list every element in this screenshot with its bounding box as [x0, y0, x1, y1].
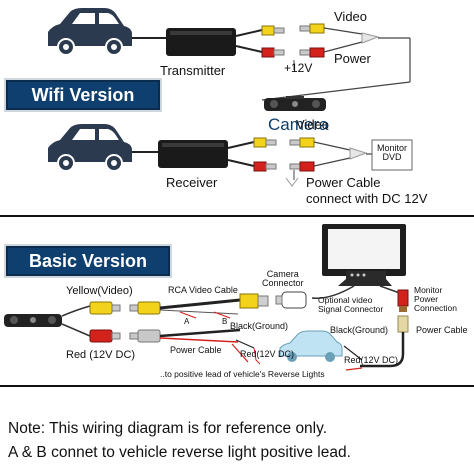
camera-label: Camera: [268, 115, 329, 134]
tx-video-label: Video: [296, 117, 330, 132]
receiver-plugs: [253, 137, 372, 187]
wifi-version-banner: Wifi Version: [6, 80, 160, 110]
rca-plugs-left: [89, 301, 161, 343]
camera-icon-wifi: [261, 81, 411, 111]
power-cable-right: [343, 289, 409, 371]
top-video-label: Video: [334, 9, 368, 24]
optional-signal-label: Optional video Signal Connector: [318, 295, 384, 314]
car-icon-basic: [279, 330, 343, 362]
power-cable-left: [159, 328, 261, 365]
reverse-lights-note: ..to positive lead of vehicle's Reverse …: [160, 369, 325, 379]
black-ground-left-label: Black(Ground): [230, 321, 289, 331]
note-line-1: Note: This wiring diagram is for referen…: [8, 420, 328, 437]
rca-video-cable-label: RCA Video Cable: [168, 285, 238, 295]
plus12v-label: +12V: [284, 61, 313, 75]
rca-video-cable: [159, 291, 307, 319]
monitor-dvd-box: [371, 139, 413, 171]
red-dc-mid-label: Red(12V DC): [240, 349, 295, 359]
yellow-video-label: Yellow(Video): [66, 285, 133, 297]
red-dc-right-label: Red(12V DC): [344, 355, 399, 365]
camera-connector-label: Camera Connector: [262, 269, 304, 288]
power-cable-left-label: Power Cable: [170, 345, 222, 355]
car-icon-top: [48, 8, 132, 56]
basic-version-banner: Basic Version: [6, 246, 170, 276]
black-ground-right-label: Black(Ground): [330, 325, 389, 335]
receiver-label: Receiver: [166, 175, 218, 190]
wire-b-label: B: [222, 317, 228, 326]
car-icon-bottom: [48, 124, 132, 172]
power-cable-label: Power Cable: [306, 175, 381, 190]
monitor-icon: [311, 224, 409, 299]
transmitter-plugs: [261, 23, 411, 82]
wire-a-label: A: [184, 317, 190, 326]
note-line-2: A & B connet to vehicle reverse light po…: [8, 444, 351, 461]
monitor-power-label: Monitor Power Connection: [414, 285, 458, 313]
transmitter-box: [132, 28, 263, 56]
camera-icon-basic: [4, 305, 91, 337]
monitor-dvd-label: Monitor DVD: [376, 143, 407, 162]
receiver-box: [132, 140, 255, 168]
red-dc-left-label: Red (12V DC): [66, 349, 136, 361]
transmitter-label: Transmitter: [160, 63, 226, 78]
power-cable-right-label: Power Cable: [416, 325, 468, 335]
top-power-label: Power: [334, 51, 371, 66]
power-cable-dc-label: connect with DC 12V: [306, 191, 428, 206]
